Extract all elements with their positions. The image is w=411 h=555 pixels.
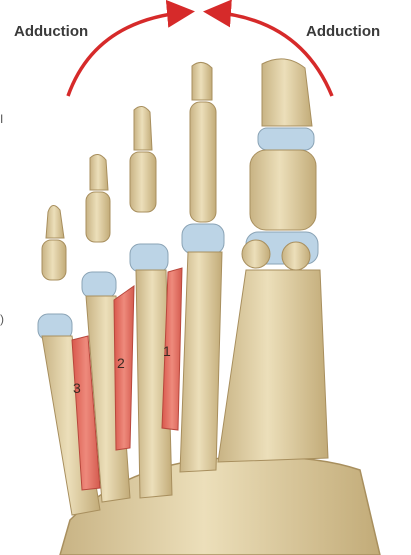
edge-mark-lower: ) [0,312,4,326]
adduction-label-left: Adduction [14,23,88,40]
toe-3 [130,106,172,498]
toe-2 [180,62,224,472]
muscle-3-label: 3 [73,380,81,396]
adduction-label-right: Adduction [306,23,380,40]
muscle-2-label: 2 [117,355,125,371]
great-toe [218,59,328,462]
edge-mark-upper: I [0,112,3,126]
muscle-1-label: 1 [163,343,171,359]
